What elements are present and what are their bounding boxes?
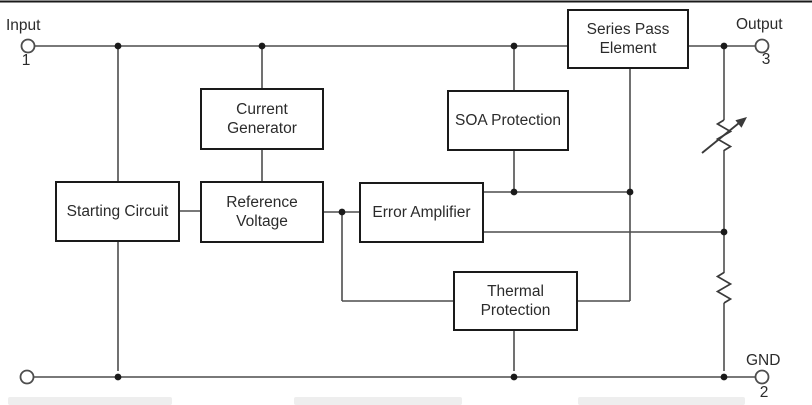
junction-dot	[720, 42, 728, 50]
input-pin-number: 1	[21, 52, 31, 69]
junction-dot	[720, 228, 728, 236]
junction-dot	[258, 42, 266, 50]
gnd-pin-number: 2	[759, 384, 769, 401]
gnd-terminal-label: GND	[746, 352, 781, 369]
block-thermal-protection: Thermal Protection	[453, 271, 578, 331]
junction-dot	[510, 42, 518, 50]
variable-resistor	[701, 117, 747, 154]
variable-resistor-arrowhead	[735, 117, 747, 128]
bottom-left-terminal-circle	[19, 369, 35, 385]
block-reference-voltage: Reference Voltage	[200, 181, 324, 243]
block-starting-circuit: Starting Circuit	[55, 181, 180, 242]
bottom-edge-artifact	[294, 397, 462, 405]
bottom-edge-artifact	[8, 397, 172, 405]
output-terminal-circle	[754, 38, 770, 54]
block-series-pass-element: Series Pass Element	[567, 9, 689, 69]
output-terminal-label: Output	[736, 16, 783, 33]
input-terminal-label: Input	[6, 17, 41, 34]
variable-resistor-arrow-shaft	[701, 122, 740, 154]
block-current-generator: Current Generator	[200, 88, 324, 150]
junction-dots	[114, 42, 728, 381]
junction-dot	[720, 373, 728, 381]
junction-dot	[338, 208, 346, 216]
junction-dot	[510, 188, 518, 196]
fixed-resistor-zigzag	[715, 271, 733, 304]
junction-dot	[626, 188, 634, 196]
block-error-amplifier: Error Amplifier	[359, 182, 484, 243]
junction-dot	[114, 373, 122, 381]
junction-dot	[114, 42, 122, 50]
block-soa-protection: SOA Protection	[447, 90, 569, 151]
gnd-terminal-circle	[754, 369, 770, 385]
output-pin-number: 3	[761, 51, 771, 68]
junction-dot	[510, 373, 518, 381]
terminals-group	[19, 38, 770, 385]
input-terminal-circle	[20, 38, 36, 54]
bottom-edge-artifact	[578, 397, 745, 405]
wires-group	[34, 45, 756, 378]
